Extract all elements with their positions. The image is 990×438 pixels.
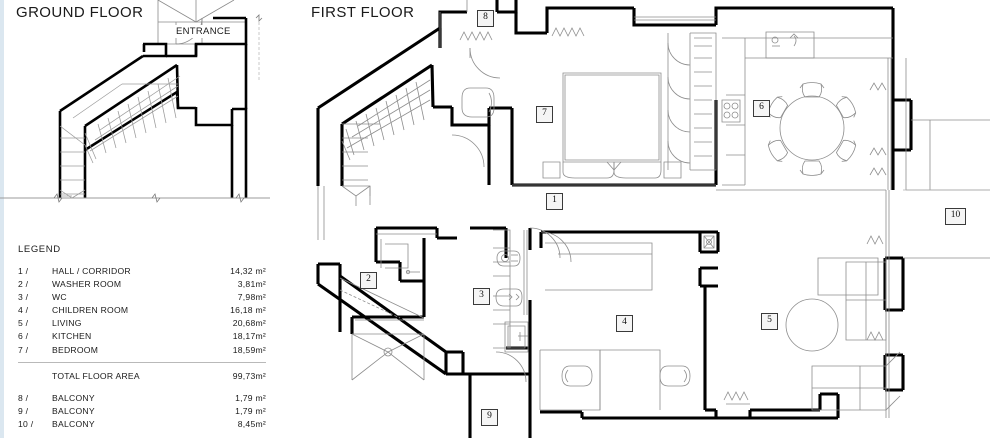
legend-room-area: 16,18 m² [230,305,266,316]
legend-panel: LEGEND 1 / HALL / CORRIDOR 14,32 m² 2 / WASH… [18,244,266,432]
legend-room-name: CHILDREN ROOM [52,305,129,316]
legend-row: 6 / KITCHEN 18,17m² [18,331,266,344]
legend-index: 9 / [18,405,29,416]
first-floor-plan [316,0,990,438]
legend-row: 5 / LIVING 20,68m² [18,318,266,331]
legend-row: 9 / BALCONY 1,79 m² [18,406,266,419]
legend-index: 6 / [18,331,29,342]
ground-window-break [255,14,263,22]
legend-row: 8 / BALCONY 1,79 m² [18,393,266,406]
legend-total-table: TOTAL FLOOR AREA 99,73m² [18,371,266,393]
legend-room-name: BALCONY [52,418,95,429]
first-floor-title: FIRST FLOOR [311,4,415,21]
legend-heading: LEGEND [18,244,61,255]
page-edge-strip [0,0,4,438]
legend-room-area: 3,81m² [237,279,266,290]
legend-spacer-row [18,384,266,393]
legend-index: 8 / [18,392,29,403]
legend-room-area: 7,98m² [237,292,266,303]
first-floor-lower-walls [316,98,913,438]
legend-row: 1 / HALL / CORRIDOR 14,32 m² [18,266,266,279]
legend-room-area: 8,45m² [237,418,266,429]
room-tag-2: 2 [360,272,377,289]
first-floor-thin-lines [317,16,990,418]
legend-room-name: WC [52,292,67,303]
legend-total-spacer [18,371,52,384]
legend-index: 7 / [18,344,29,355]
legend-room-area: 1,79 m² [235,405,266,416]
first-floor-outer-walls [316,0,895,190]
legend-room-area: 14,32 m² [230,266,266,276]
legend-room-name: KITCHEN [52,331,92,342]
room-tag-3: 3 [473,288,490,305]
legend-room-area: 20,68m² [232,318,266,329]
balcony-8-outline [439,0,468,48]
legend-balcony-table: 8 / BALCONY 1,79 m² 9 / BALCONY 1,79 m² 10 / BA… [18,393,266,432]
ground-floor-title: GROUND FLOOR [16,4,144,21]
legend-total-area: 99,73m² [232,370,266,381]
room-tag-7: 7 [536,106,553,123]
legend-room-name: BALCONY [52,405,95,416]
room-tag-8: 8 [477,10,494,27]
room-tag-5: 5 [761,313,778,330]
room-tag-4: 4 [616,315,633,332]
legend-index: 3 / [18,292,29,303]
legend-room-name: BEDROOM [52,344,99,355]
legend-room-name: HALL / CORRIDOR [52,266,131,276]
legend-total-label: TOTAL FLOOR AREA [52,370,140,381]
legend-index: 1 / [18,266,29,276]
legend-index: 10 / [18,418,34,429]
legend-index: 4 / [18,305,29,316]
legend-row: 2 / WASHER ROOM 3,81m² [18,279,266,292]
legend-divider [18,361,266,363]
legend-total-row: TOTAL FLOOR AREA 99,73m² [18,371,266,384]
ground-staircase [59,75,181,199]
legend-room-name: LIVING [52,318,82,329]
legend-row: 3 / WC 7,98m² [18,292,266,305]
room-tag-9: 9 [481,409,498,426]
room-tag-1: 1 [546,193,563,210]
legend-room-name: BALCONY [52,392,95,403]
legend-row: 10 / BALCONY 8,45m² [18,419,266,432]
legend-room-table: 1 / HALL / CORRIDOR 14,32 m² 2 / WASHER ROOM… [18,266,266,358]
legend-index: 5 / [18,318,29,329]
room-tag-6: 6 [753,100,770,117]
legend-room-area: 1,79 m² [235,392,266,403]
ground-floor-plan [0,0,270,203]
legend-room-area: 18,17m² [232,331,266,342]
legend-row: 7 / BEDROOM 18,59m² [18,345,266,358]
room-tag-10: 10 [945,208,966,225]
ground-section-line [0,193,270,203]
legend-room-name: WASHER ROOM [52,279,122,290]
entrance-label: ENTRANCE [174,25,233,38]
legend-room-area: 18,59m² [232,344,266,355]
legend-index: 2 / [18,279,29,290]
legend-row: 4 / CHILDREN ROOM 16,18 m² [18,305,266,318]
